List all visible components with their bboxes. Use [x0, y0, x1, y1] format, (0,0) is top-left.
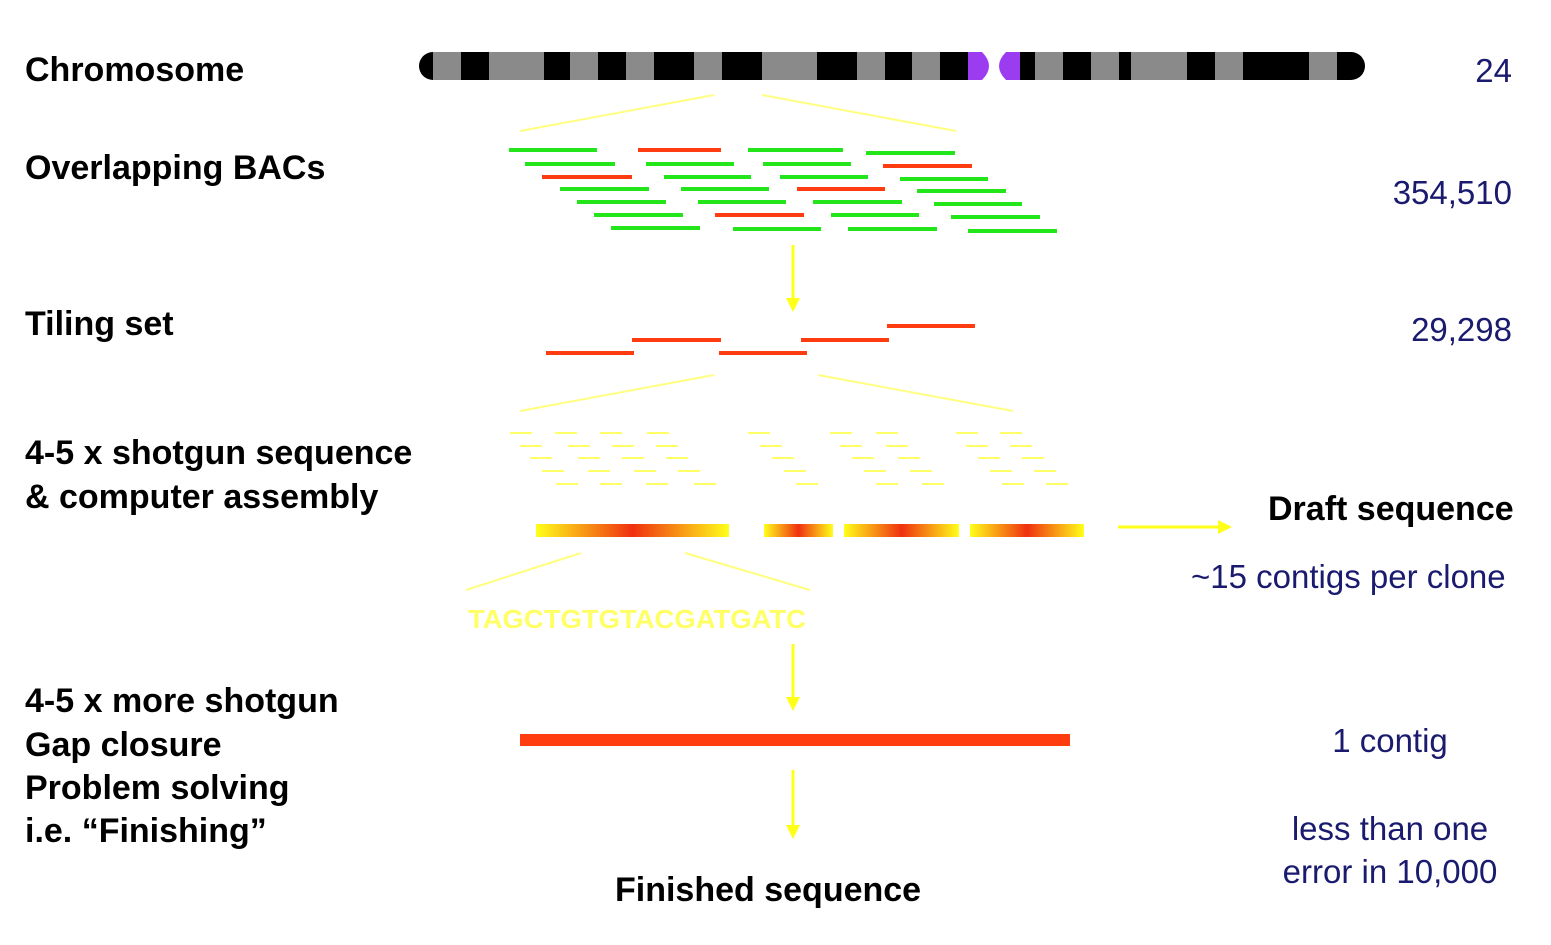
finished-sequence-label: Finished sequence	[615, 871, 922, 909]
sequence-letters: TAGCTGTGTACGATGATC	[468, 604, 806, 634]
draft-contigs	[536, 524, 1084, 537]
bac-count: 354,510	[1392, 174, 1512, 211]
finishing-label-line3: Problem solving	[25, 769, 290, 807]
finishing-label-line2: Gap closure	[25, 726, 222, 764]
overlapping-bacs	[509, 148, 1057, 233]
tiling-set	[546, 324, 975, 355]
draft-sequence-label: Draft sequence	[1268, 490, 1514, 528]
tiling-count: 29,298	[1411, 311, 1512, 348]
zoom-lines-contig	[465, 552, 811, 591]
error-rate-line2: error in 10,000	[1282, 853, 1498, 890]
contigs-per-clone: ~15 contigs per clone	[1191, 558, 1506, 595]
arrow-to-tiling	[786, 245, 800, 312]
arrow-to-finishing	[786, 644, 800, 711]
arrow-to-finished	[786, 770, 800, 839]
centromere-right	[999, 52, 1020, 80]
error-rate-line1: less than one	[1291, 810, 1489, 847]
chromosome-ideogram	[419, 52, 1365, 80]
centromere-left	[968, 52, 989, 80]
finishing-label-line4: i.e. “Finishing”	[25, 812, 267, 850]
shotgun-label-line2: & computer assembly	[25, 478, 379, 516]
finishing-label-line1: 4-5 x more shotgun	[25, 682, 339, 720]
chromosome-label: Chromosome	[25, 51, 245, 89]
bacs-label: Overlapping BACs	[25, 149, 326, 187]
zoom-lines-tiling	[519, 374, 1014, 412]
shotgun-label-line1: 4-5 x shotgun sequence	[25, 434, 413, 472]
arrow-to-draft	[1118, 520, 1232, 534]
zoom-lines-chromosome	[519, 94, 957, 132]
one-contig-count: 1 contig	[1332, 722, 1448, 759]
finished-contig	[520, 734, 1070, 746]
tiling-set-label: Tiling set	[25, 305, 174, 343]
shotgun-reads	[510, 432, 1068, 485]
chromosome-count: 24	[1475, 52, 1512, 89]
